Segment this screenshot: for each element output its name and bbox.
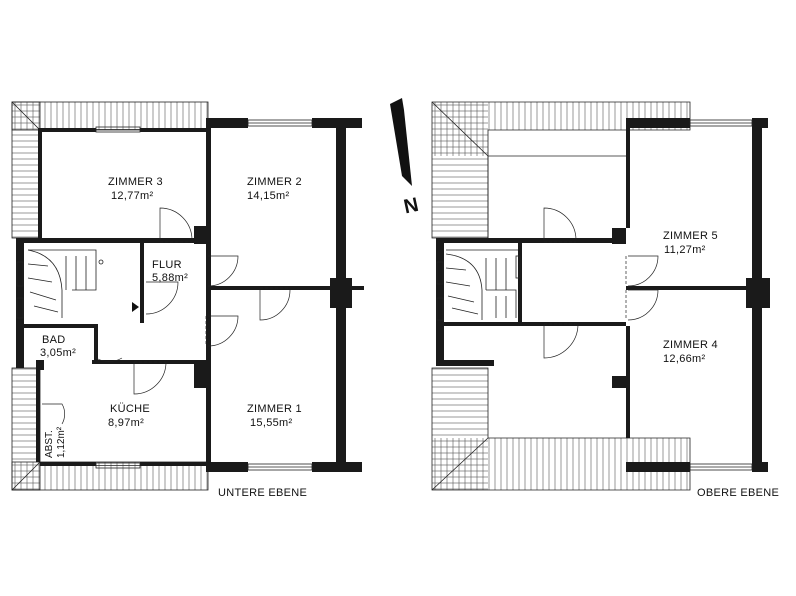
upper-level-plan: ZIMMER 5 11,27m² ZIMMER 4 12,66m² OBERE … (431, 101, 779, 499)
upper-level-caption: OBERE EBENE (697, 487, 779, 499)
svg-text:ZIMMER 4: ZIMMER 4 (663, 339, 718, 351)
lower-doors (42, 207, 291, 425)
upper-walls (436, 118, 770, 472)
svg-text:KÜCHE: KÜCHE (110, 403, 150, 415)
svg-text:1,12m²: 1,12m² (56, 426, 67, 458)
lower-walls (16, 118, 364, 472)
room-kueche-label: KÜCHE 8,97m² (108, 403, 150, 429)
room-zimmer-4-label: ZIMMER 4 12,66m² (663, 339, 718, 365)
room-flur-label: FLUR 5,88m² (152, 259, 188, 284)
svg-text:ZIMMER 5: ZIMMER 5 (663, 230, 718, 242)
svg-text:FLUR: FLUR (152, 259, 182, 271)
lower-level-plan: ZIMMER 3 12,77m² ZIMMER 2 14,15m² FLUR 5… (11, 101, 364, 499)
svg-text:14,15m²: 14,15m² (247, 190, 289, 202)
svg-text:ABST.: ABST. (44, 430, 55, 458)
svg-text:15,55m²: 15,55m² (250, 417, 292, 429)
svg-text:11,27m²: 11,27m² (664, 244, 706, 256)
upper-windows (436, 119, 753, 471)
north-arrow: N (390, 98, 421, 218)
roof-hatching-top-right (431, 101, 691, 239)
lower-level-caption: UNTERE EBENE (218, 487, 307, 499)
upper-doors (543, 207, 659, 359)
lower-staircase (27, 249, 104, 318)
svg-text:ZIMMER 2: ZIMMER 2 (247, 176, 302, 188)
upper-staircase (445, 249, 521, 320)
room-zimmer-5-label: ZIMMER 5 11,27m² (663, 230, 718, 256)
north-arrow-label: N (402, 194, 421, 219)
svg-text:ZIMMER 3: ZIMMER 3 (108, 176, 163, 188)
room-zimmer-3-label: ZIMMER 3 12,77m² (108, 176, 163, 202)
room-zimmer-1-label: ZIMMER 1 15,55m² (247, 403, 302, 429)
room-zimmer-2-label: ZIMMER 2 14,15m² (247, 176, 302, 202)
roof-hatching-top-left (11, 101, 209, 239)
svg-text:BAD: BAD (42, 334, 66, 346)
svg-text:8,97m²: 8,97m² (108, 417, 144, 429)
svg-text:3,05m²: 3,05m² (40, 347, 76, 359)
lower-windows (16, 119, 313, 471)
roof-hatching-bottom-left (11, 367, 209, 491)
room-abst-label: ABST. 1,12m² (44, 426, 67, 458)
svg-text:5,88m²: 5,88m² (152, 272, 188, 284)
svg-text:ZIMMER 1: ZIMMER 1 (247, 403, 302, 415)
svg-text:12,66m²: 12,66m² (663, 353, 705, 365)
room-bad-label: BAD 3,05m² (40, 334, 76, 359)
svg-text:12,77m²: 12,77m² (111, 190, 153, 202)
roof-hatching-bottom-right (431, 367, 691, 491)
